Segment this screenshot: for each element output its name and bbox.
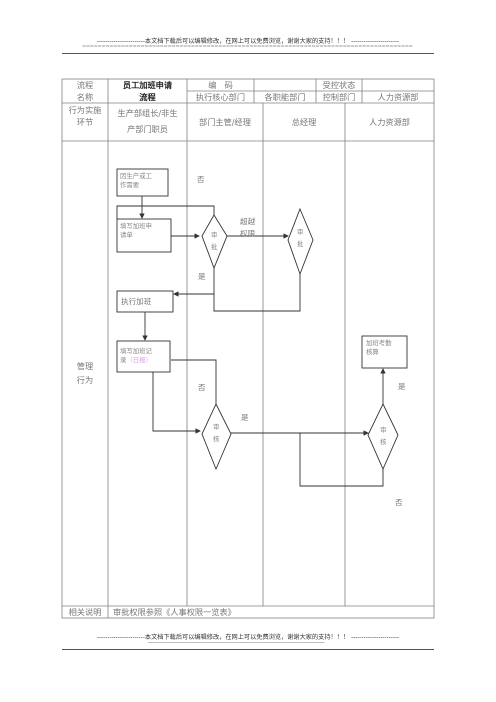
start-box-line2: 作需要 (120, 181, 140, 189)
flow-name-value: 员工加班申请 流程 (108, 79, 187, 103)
code-label: 编 码 (208, 80, 233, 90)
review2-line2: 核 (380, 438, 387, 446)
approve2-text: 审 批 (297, 226, 303, 250)
exec-core-dept-label: 执行核心部门 (195, 92, 246, 102)
hr-dept-value: 人力资源部 (377, 92, 419, 102)
record-box-text: 填写加班记 录（日报） (120, 347, 152, 365)
control-dept-label: 控制部门 (322, 92, 356, 102)
start-box (116, 168, 169, 197)
yes-label-2: 是 (241, 413, 249, 422)
approve1-text: 审 批 (211, 229, 217, 253)
top-rule (62, 53, 434, 54)
roles-label-line2: 环节 (76, 117, 94, 127)
flow-name-line2: 流程 (139, 92, 156, 102)
review2-text: 审 核 (380, 424, 386, 448)
flow-name-label-line2: 名称 (76, 92, 94, 102)
apply-box-line2: 请单 (120, 231, 133, 239)
role-manager: 部门主管/经理 (199, 117, 251, 127)
flow-name-line1: 员工加班申请 (122, 80, 173, 90)
exceed-line1: 超越 (240, 217, 256, 226)
review1-line2: 核 (213, 435, 220, 443)
approve2-line1: 审 (297, 228, 304, 236)
review2-line1: 审 (380, 426, 387, 434)
role-general-manager: 总经理 (291, 117, 317, 127)
hr-box-line1: 加班考勤 (366, 339, 392, 347)
review1-line1: 审 (213, 423, 220, 431)
each-function-dept: 各职能部门 (264, 92, 306, 102)
no-label-3: 否 (395, 498, 403, 507)
hr-box-line2: 核算 (366, 348, 379, 356)
record-box-line1: 填写加班记 (120, 347, 152, 355)
related-text: 审批权限参照《人事权限一览表》 (113, 607, 236, 617)
behavior-label: 管理 行为 (62, 359, 108, 387)
role-staff: 生产部组长/非生 产部门职员 (108, 105, 187, 137)
apply-box (116, 218, 172, 253)
roles-label-line1: 行为实施 (68, 105, 102, 115)
record-box (116, 340, 171, 373)
approve2-line2: 批 (297, 240, 304, 248)
top-banner-dashes: ========================================… (82, 44, 413, 50)
controlled-status-label: 受控状态 (322, 80, 356, 90)
flow-name-label-line1: 流程 (76, 80, 94, 90)
record-box-daily-report: （日报） (126, 356, 152, 364)
apply-box-text: 填写加班申 请单 (120, 222, 152, 240)
bottom-rule (62, 649, 434, 650)
flow-name-label: 流程 名称 (62, 79, 108, 103)
review1-diamond (201, 402, 232, 471)
exceed-label: 超越 权限 (240, 216, 255, 240)
bottom-banner-dashes: ----------------------------------------… (148, 640, 325, 646)
exceed-line2: 权限 (240, 229, 256, 238)
related-label: 相关说明 (68, 607, 102, 617)
start-box-text: 因生产或工 作需要 (120, 172, 152, 190)
yes-label-3: 是 (398, 382, 406, 391)
approve1-line2: 批 (211, 243, 218, 251)
bottom-banner-text: -----------------------本文档下载后可以编辑修改，在网上可… (96, 634, 400, 641)
behavior-label-line1: 管理 (76, 361, 94, 371)
hr-box (361, 335, 408, 369)
execute-box-text: 执行加班 (121, 297, 152, 306)
top-banner-text: -----------------------本文档下载后可以编辑修改，在网上可… (96, 38, 400, 45)
approve1-line1: 审 (211, 231, 218, 239)
roles-label: 行为实施 环节 (62, 104, 108, 128)
start-box-line1: 因生产或工 (120, 172, 152, 180)
role-hr: 人力资源部 (369, 117, 410, 127)
yes-label-1: 是 (198, 272, 206, 281)
apply-box-line1: 填写加班申 (120, 222, 152, 230)
no-label-2: 否 (198, 383, 206, 392)
behavior-label-line2: 行为 (76, 375, 94, 385)
role-staff-line2: 产部门职员 (127, 124, 168, 134)
role-staff-line1: 生产部组长/非生 (117, 108, 178, 118)
review1-text: 审 核 (213, 421, 219, 445)
hr-box-text: 加班考勤 核算 (366, 339, 392, 357)
no-label-1: 否 (197, 175, 205, 184)
record-box-line2: 录 (120, 356, 127, 364)
